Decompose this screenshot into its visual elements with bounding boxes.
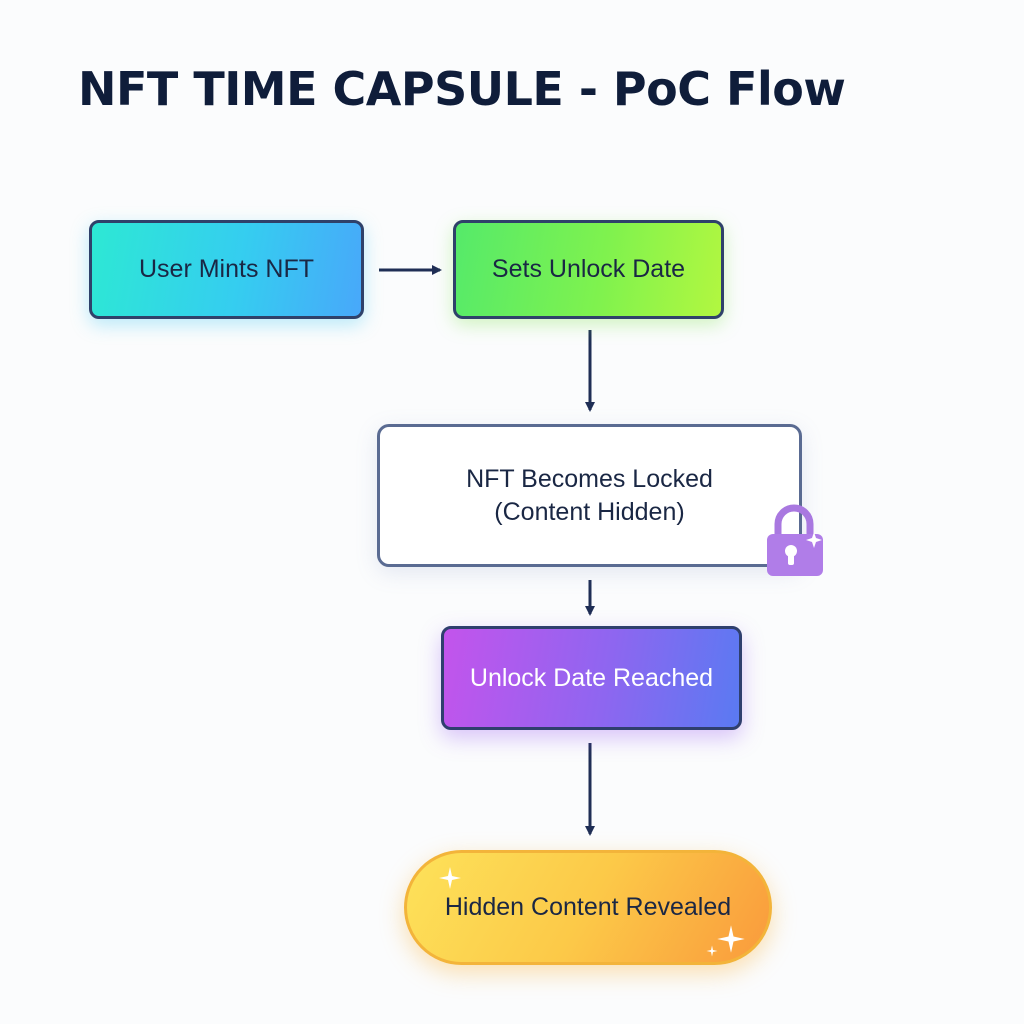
node-nft-becomes-locked: NFT Becomes Locked (Content Hidden) <box>377 424 802 567</box>
node-label: Unlock Date Reached <box>469 663 714 692</box>
node-label: User Mints NFT <box>139 255 314 284</box>
node-label: Hidden Content Revealed <box>444 893 732 922</box>
node-label: Sets Unlock Date <box>491 255 686 284</box>
node-label-line1: NFT Becomes Locked <box>466 465 713 493</box>
node-user-mints-nft: User Mints NFT <box>89 220 364 319</box>
node-hidden-content-revealed: Hidden Content Revealed <box>404 850 772 965</box>
sparkle-icon <box>717 925 745 953</box>
node-sets-unlock-date: Sets Unlock Date <box>453 220 724 319</box>
sparkle-icon <box>706 945 718 957</box>
padlock-icon <box>767 504 823 576</box>
node-unlock-date-reached: Unlock Date Reached <box>441 626 742 730</box>
sparkle-icon <box>439 867 461 889</box>
node-label-line2: (Content Hidden) <box>494 497 685 526</box>
page-title: NFT TIME CAPSULE - PoC Flow <box>78 62 846 116</box>
